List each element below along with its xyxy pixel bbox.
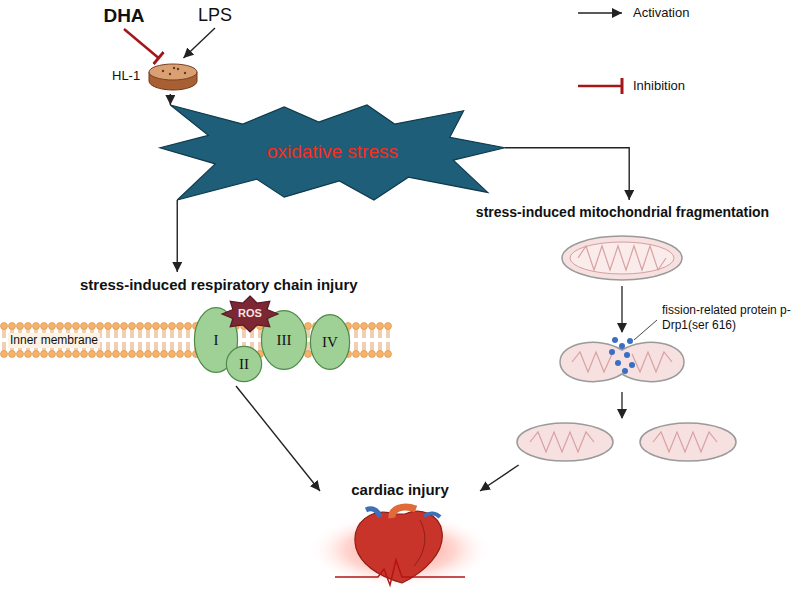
mitochondria-part <box>632 352 672 372</box>
activation-arrow <box>505 148 629 200</box>
node-text: LPS <box>198 5 232 27</box>
culture-dish-part <box>149 64 197 80</box>
culture-dish-part <box>169 73 171 75</box>
mitochondria-part <box>578 246 666 270</box>
ellipse-shape <box>261 311 306 370</box>
legend-sample <box>576 77 628 95</box>
legend-line <box>578 12 622 13</box>
complex-circle: III <box>261 310 307 370</box>
legend-line <box>578 85 622 88</box>
legend-item: Activation <box>576 4 689 22</box>
heart-illustration-part <box>366 509 380 517</box>
mitochondria-part <box>517 423 613 461</box>
mitochondria-part <box>640 423 736 461</box>
treatment-label: DHA <box>99 4 149 29</box>
culture-dish-part <box>184 72 186 74</box>
node-text: III <box>277 331 292 349</box>
membrane-label: Inner membrane <box>8 333 100 348</box>
stimulus-label: LPS <box>194 4 237 28</box>
protein-label: fission-related protein p-Drp1(ser 616) <box>660 303 794 333</box>
mitochondria-part <box>530 432 594 452</box>
culture-dish-part <box>173 67 175 69</box>
mitochondria-part <box>622 368 628 374</box>
ellipse-shape <box>310 315 349 370</box>
star-shape <box>222 296 278 332</box>
activation-arrow <box>480 465 519 491</box>
mitochondria-part <box>634 320 657 340</box>
heart-illustration-part <box>308 512 492 588</box>
node-text: II <box>239 355 249 373</box>
inhibition-connector <box>124 29 159 58</box>
node-text: I <box>214 331 219 349</box>
node-text: HL-1 <box>112 68 140 84</box>
mitochondria-part <box>570 242 674 274</box>
heart-illustration-part <box>414 520 425 566</box>
culture-dish-part <box>162 70 164 72</box>
activation-arrow <box>183 28 215 58</box>
ellipse-shape <box>226 346 261 381</box>
heart-illustration-part <box>355 511 442 583</box>
legend-text: Inhibition <box>633 78 685 94</box>
cell-culture: HL-1 <box>108 58 200 94</box>
heart-illustration-part <box>335 560 465 585</box>
mitochondria-part <box>612 337 618 343</box>
legend-item: Inhibition <box>576 77 685 95</box>
node-text: stress-induced respiratory chain injury <box>80 276 358 294</box>
mitochondria-part <box>629 362 635 368</box>
ros-burst: ROS <box>222 296 278 332</box>
complex-circle: IV <box>310 314 350 370</box>
mitochondria-part <box>615 360 621 366</box>
mitochondria-part <box>609 349 615 355</box>
outcome-panel: cardiac injury <box>320 478 480 586</box>
mitochondria-part <box>572 352 612 372</box>
node-text: cardiac injury <box>351 481 449 499</box>
heart-illustration-part <box>392 507 416 518</box>
node-text: stress-induced mitochondrial fragmentati… <box>476 204 769 221</box>
complex-circle: II <box>226 346 262 382</box>
mitochondria-part <box>560 342 684 381</box>
stress-burst: oxidative stress <box>160 105 505 200</box>
heart-illustration-part <box>424 513 440 517</box>
node-text: ROS <box>238 307 262 320</box>
mitochondria-part <box>627 338 633 344</box>
mitochondria-part <box>562 236 682 280</box>
heart-illustration <box>308 507 492 588</box>
legend-sample <box>576 4 628 22</box>
mitochondria-part <box>619 343 625 349</box>
mitochondria-part <box>624 352 630 358</box>
activation-arrow <box>170 94 171 105</box>
culture-dish-part <box>177 68 179 70</box>
legend-text: Activation <box>633 5 689 21</box>
mitochondria-part <box>653 432 717 452</box>
mitochondria <box>517 236 736 461</box>
node-text: oxidative stress <box>267 141 398 164</box>
culture-dish <box>149 64 197 90</box>
node-text: DHA <box>103 5 144 28</box>
activation-arrow <box>236 386 320 491</box>
mitochondria-part <box>621 286 622 332</box>
pathway-panel: stress-induced respiratory chain injuryI… <box>5 272 425 386</box>
node-text: IV <box>322 333 338 351</box>
activation-arrow <box>177 200 178 272</box>
mitochondria-part <box>621 392 622 418</box>
star-shape <box>160 105 505 200</box>
